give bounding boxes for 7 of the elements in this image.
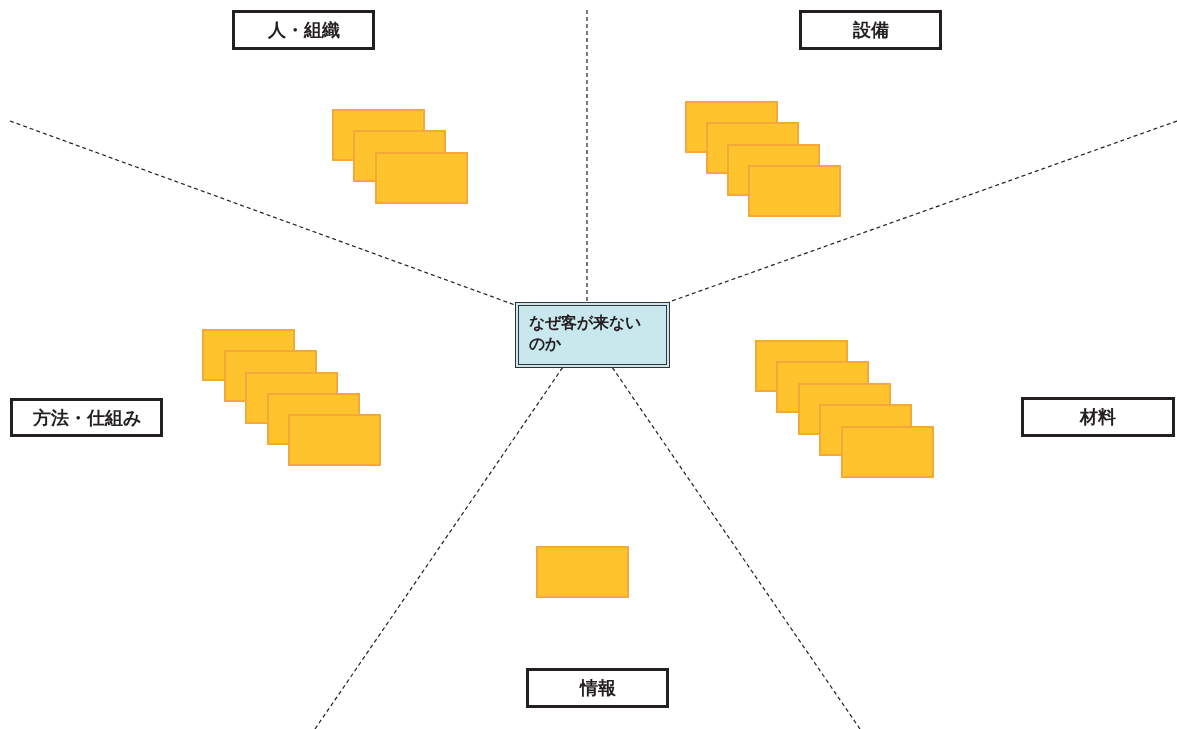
category-label: 材料 — [1021, 397, 1175, 437]
problem-box: なぜ客が来ないのか — [515, 302, 670, 368]
category-label: 情報 — [526, 668, 669, 708]
category-label: 方法・仕組み — [10, 398, 163, 437]
sticky-note — [536, 546, 629, 598]
category-label: 設備 — [799, 10, 942, 50]
category-label: 人・組織 — [232, 10, 375, 50]
